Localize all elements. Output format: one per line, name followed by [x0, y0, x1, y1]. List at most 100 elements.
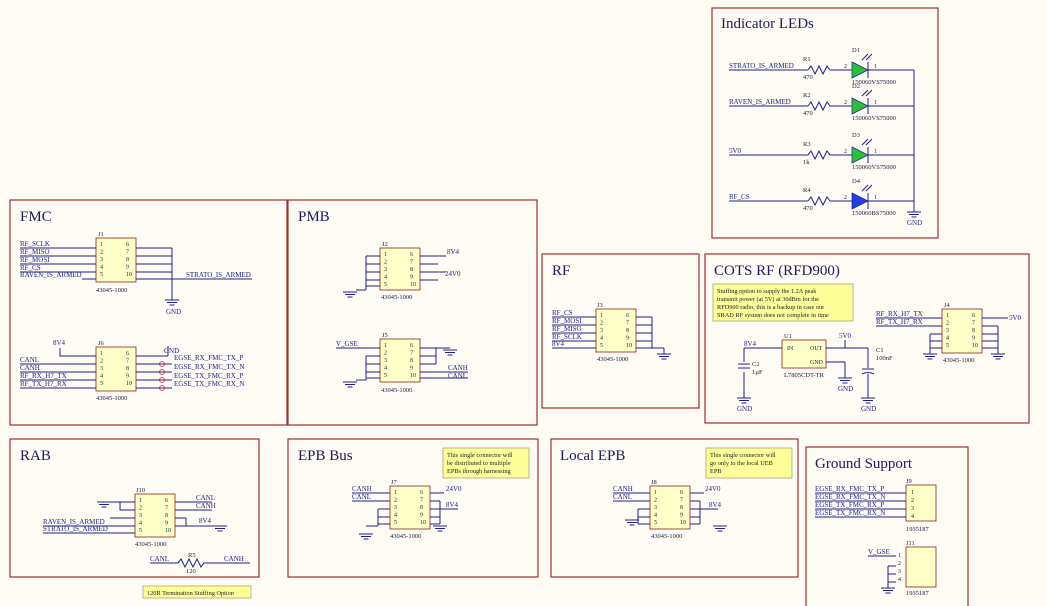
- gs-egse-rx-n: EGSE_RX_FMC_TX_N: [815, 493, 885, 501]
- pin-number: 6: [680, 490, 683, 496]
- j11-part: 1935187: [906, 590, 930, 597]
- led-emission-arrows: [861, 184, 873, 192]
- pin-number: 1: [100, 242, 103, 248]
- frame-cots-rf: [704, 253, 1030, 424]
- pin-number: 7: [165, 506, 168, 512]
- rab-note: [142, 585, 252, 599]
- led-symbol: [851, 192, 869, 210]
- led-emission-arrows: [861, 53, 873, 61]
- j5-part: 43045-1000: [381, 387, 412, 394]
- j9-pin-2: 2: [911, 498, 914, 504]
- local-24v0: 24V0: [705, 485, 721, 493]
- frame-epb-bus: [287, 438, 539, 578]
- rf-ground: [657, 353, 671, 360]
- pin-number: 5: [100, 272, 103, 278]
- title-local-epb: Local EPB: [560, 448, 625, 464]
- local-canh: CANH: [613, 485, 633, 493]
- j4-ref: J4: [944, 302, 951, 309]
- pin-number: 10: [626, 343, 632, 349]
- connector-j9: J9 1935187 1 2 3 4: [905, 478, 937, 533]
- pin-number: 7: [410, 351, 413, 357]
- pin-number: 5: [654, 520, 657, 526]
- led-net-label: RAVEN_IS_ARMED: [729, 98, 791, 106]
- rf-miso: RF_MISO: [552, 325, 582, 333]
- frame-fmc: [9, 199, 288, 426]
- led-symbol: [851, 61, 869, 79]
- j11-ref: J11: [906, 540, 915, 547]
- pin-number: 1: [139, 498, 142, 504]
- rab-arm-wires: [43, 525, 135, 534]
- pin-number: 5: [100, 381, 103, 387]
- j7-part: 43045-1000: [390, 533, 421, 540]
- rf-cs: RF_CS: [552, 309, 573, 317]
- pin-number: 4: [384, 275, 387, 281]
- pin-number: 2: [654, 498, 657, 504]
- led-part: 150060VS75000: [852, 164, 896, 171]
- fmc-j6-gnd: GND: [164, 347, 179, 355]
- pin-number: 2: [384, 351, 387, 357]
- led-pin-2: 2: [844, 195, 847, 201]
- rab-canl: CANL: [196, 494, 215, 502]
- pin-number: 9: [972, 336, 975, 342]
- pin-number: 8: [972, 328, 975, 334]
- frame-rf: [541, 253, 700, 409]
- connector-j2: J2 43045-1000: [379, 241, 421, 301]
- pin-number: 3: [100, 257, 103, 263]
- pin-number: 9: [410, 275, 413, 281]
- led-pin-1: 1: [874, 64, 877, 70]
- gs-egse-tx-p: EGSE_TX_FMC_RX_P: [815, 501, 884, 509]
- j2-part: 43045-1000: [381, 294, 412, 301]
- pin-number: 9: [126, 265, 129, 271]
- pin-number: 4: [139, 521, 142, 527]
- led-part: 150060VS75000: [852, 115, 896, 122]
- j9-pin-4: 4: [911, 514, 914, 520]
- fmc-rf-sclk: RF_SCLK: [20, 240, 50, 248]
- cots-gnd-1: GND: [737, 405, 752, 413]
- pin-number: 7: [420, 498, 423, 504]
- j9-part: 1935187: [906, 526, 930, 533]
- led-ground-symbol: [907, 206, 921, 218]
- connector-j6: J6 43045-1000: [95, 340, 137, 402]
- pin-number: 10: [420, 520, 426, 526]
- u1-out: OUT: [810, 346, 823, 352]
- epb-note-line-1: This single connector will: [447, 452, 513, 459]
- pin-number: 3: [139, 513, 142, 519]
- pin-number: 9: [126, 374, 129, 380]
- cots-note-text: Stuffing option to supply the 1.2A peak …: [717, 288, 829, 319]
- title-fmc: FMC: [20, 209, 52, 225]
- pin-number: 10: [126, 381, 132, 387]
- pmb-24v0: 24V0: [445, 270, 461, 278]
- pin-number: 10: [410, 282, 416, 288]
- led-net-label: RF_CS: [729, 193, 750, 201]
- pin-number: 1: [394, 490, 397, 496]
- epb-canl: CANL: [352, 493, 371, 501]
- j4-wires: [876, 317, 1008, 354]
- j11-pin-4: 4: [898, 577, 901, 583]
- title-pmb: PMB: [298, 209, 330, 225]
- pin-number: 10: [972, 343, 978, 349]
- pin-number: 6: [165, 498, 168, 504]
- j5-wires: [336, 347, 468, 381]
- resistor-value: 470: [803, 74, 813, 81]
- connector-j4: J4 43045-1000: [941, 302, 983, 364]
- pin-number: 10: [126, 272, 132, 278]
- rab-8v4: 8V4: [199, 517, 212, 525]
- j9-pin-1: 1: [911, 490, 914, 496]
- u1-gnd-pin: GND: [810, 360, 824, 366]
- frame-pmb: [287, 199, 538, 426]
- j1-part: 43045-1000: [96, 287, 127, 294]
- pin-number: 8: [680, 505, 683, 511]
- pin-number: 6: [410, 343, 413, 349]
- led-pin-2: 2: [844, 100, 847, 106]
- pin-number: 8: [126, 366, 129, 372]
- resistor-value: 1k: [803, 159, 810, 166]
- pin-number: 9: [680, 513, 683, 519]
- pin-number: 6: [410, 252, 413, 258]
- gs-v-gse: V_GSE: [868, 548, 890, 556]
- led-ref: D4: [852, 178, 861, 185]
- connector-j3: J3 43045-1000: [595, 302, 637, 363]
- led-pin-1: 1: [874, 149, 877, 155]
